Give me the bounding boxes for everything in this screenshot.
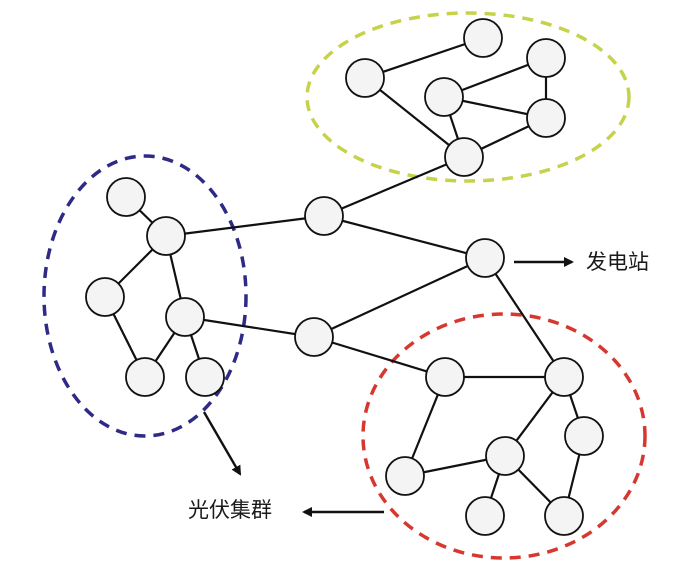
edge-g2-g6 bbox=[364, 77, 465, 158]
edge-b4-c3 bbox=[184, 315, 315, 339]
node-b5 bbox=[125, 357, 165, 397]
arrow-layer bbox=[202, 257, 574, 517]
node-b2 bbox=[146, 216, 186, 256]
cluster-layer bbox=[42, 11, 647, 560]
node-layer bbox=[85, 18, 604, 536]
blue-cluster-ellipse bbox=[42, 154, 248, 438]
node-r2 bbox=[544, 357, 584, 397]
node-r4 bbox=[385, 456, 425, 496]
node-g2 bbox=[345, 58, 385, 98]
edge-c1-b2 bbox=[165, 214, 325, 238]
node-c2 bbox=[465, 238, 505, 278]
node-r3 bbox=[564, 416, 604, 456]
green-cluster-ellipse bbox=[305, 11, 631, 183]
node-b3 bbox=[85, 277, 125, 317]
node-g4 bbox=[424, 77, 464, 117]
edge-c1-c2 bbox=[323, 214, 486, 260]
power-station-label: 发电站 bbox=[586, 250, 649, 274]
node-g3 bbox=[526, 38, 566, 78]
arrow-blue-cluster-down bbox=[202, 411, 242, 476]
red-cluster-ellipse bbox=[361, 312, 647, 560]
node-g1 bbox=[463, 18, 503, 58]
node-r1 bbox=[425, 357, 465, 397]
node-c3 bbox=[294, 317, 334, 357]
node-g6 bbox=[444, 137, 484, 177]
node-b4 bbox=[165, 297, 205, 337]
edge-g6-c1 bbox=[323, 155, 465, 218]
edge-c3-r1 bbox=[313, 335, 446, 379]
edge-c2-r2 bbox=[484, 257, 565, 378]
pv-cluster-label: 光伏集群 bbox=[188, 498, 272, 522]
node-r7 bbox=[465, 496, 505, 536]
node-c1 bbox=[304, 196, 344, 236]
node-g5 bbox=[526, 98, 566, 138]
node-b6 bbox=[185, 357, 225, 397]
node-b1 bbox=[106, 177, 146, 217]
node-r5 bbox=[485, 436, 525, 476]
edge-c2-c3 bbox=[313, 257, 486, 338]
node-r6 bbox=[544, 496, 584, 536]
edge-g1-g2 bbox=[364, 36, 484, 80]
